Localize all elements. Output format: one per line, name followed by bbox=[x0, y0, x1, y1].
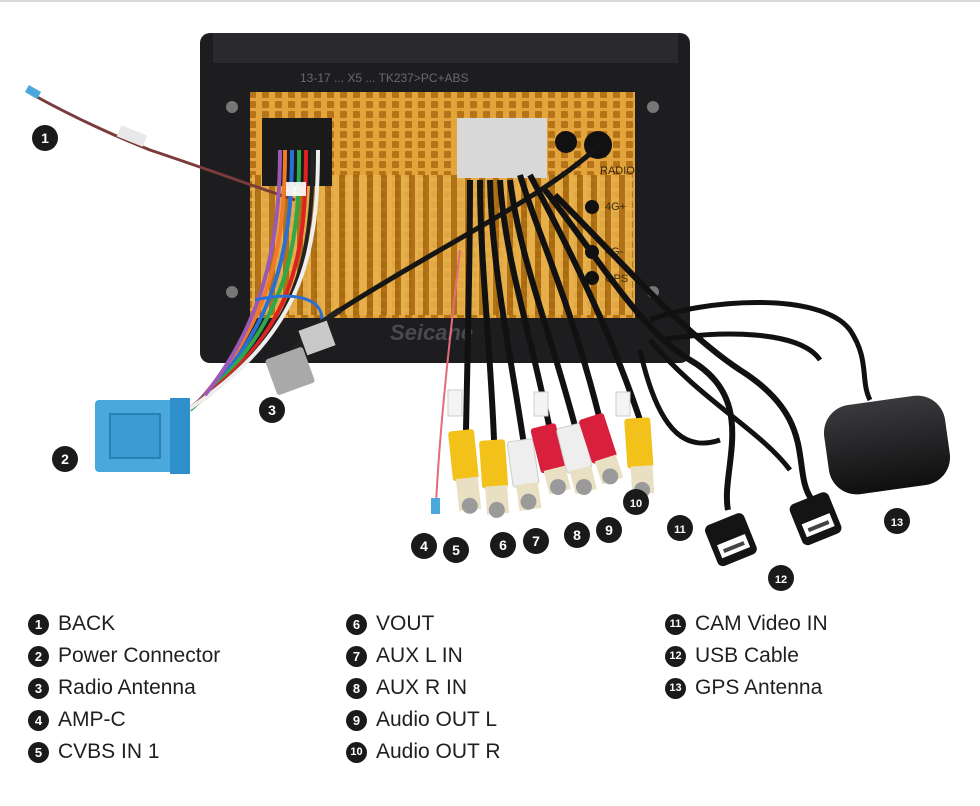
legend-label: CAM Video IN bbox=[695, 612, 828, 635]
legend-item: 12 USB Cable bbox=[665, 640, 828, 672]
legend-item: 6 VOUT bbox=[346, 608, 501, 640]
callout-2: 2 bbox=[52, 446, 78, 472]
legend-item: 3 Radio Antenna bbox=[28, 672, 220, 704]
legend-label: Power Connector bbox=[58, 644, 221, 667]
legend-badge: 8 bbox=[346, 677, 367, 699]
legend-item: 8 AUX R IN bbox=[346, 672, 501, 704]
legend-item: 13 GPS Antenna bbox=[665, 672, 828, 704]
callout-12: 12 bbox=[768, 565, 794, 591]
legend-badge: 4 bbox=[28, 709, 49, 731]
svg-text:2: 2 bbox=[61, 451, 69, 467]
legend-item: 2 Power Connector bbox=[28, 640, 220, 672]
svg-text:3: 3 bbox=[268, 402, 276, 418]
legend-item: 1 BACK bbox=[28, 608, 220, 640]
callout-11: 11 bbox=[667, 515, 693, 541]
svg-text:4: 4 bbox=[420, 538, 428, 554]
svg-text:8: 8 bbox=[573, 527, 581, 543]
gps-antenna bbox=[649, 300, 951, 495]
legend-badge: 3 bbox=[28, 677, 49, 699]
radio-antenna-cable bbox=[254, 294, 342, 395]
callout-1: 1 bbox=[32, 125, 58, 151]
svg-text:9: 9 bbox=[605, 522, 613, 538]
svg-text:13: 13 bbox=[891, 517, 903, 529]
callout-7: 7 bbox=[523, 528, 549, 554]
legend-label: VOUT bbox=[376, 612, 435, 635]
top-divider bbox=[0, 0, 980, 2]
legend-item: 5 CVBS IN 1 bbox=[28, 736, 220, 768]
legend-label: Audio OUT L bbox=[376, 708, 498, 731]
callout-markers: 1 2 3 4 5 6 7 8 9 10 11 12 13 bbox=[32, 125, 910, 591]
svg-text:10: 10 bbox=[630, 498, 642, 510]
legend-badge: 9 bbox=[346, 709, 367, 731]
brand-watermark: Seicane bbox=[390, 320, 473, 345]
usb-cables bbox=[542, 188, 842, 567]
radio-port bbox=[555, 131, 577, 153]
legend-badge: 5 bbox=[28, 741, 49, 763]
legend-item: 9 Audio OUT L bbox=[346, 704, 501, 736]
callout-13: 13 bbox=[884, 508, 910, 534]
legend-badge: 7 bbox=[346, 645, 367, 667]
svg-text:6: 6 bbox=[499, 537, 507, 553]
callout-9: 9 bbox=[596, 517, 622, 543]
legend-column-3: 11 CAM Video IN 12 USB Cable 13 GPS Antenna bbox=[665, 608, 828, 704]
callout-8: 8 bbox=[564, 522, 590, 548]
rca-cables bbox=[431, 173, 655, 518]
svg-text:12: 12 bbox=[775, 574, 787, 586]
legend-label: AUX R IN bbox=[376, 676, 468, 699]
4g-port-a-label: 4G+ bbox=[605, 201, 626, 213]
legend-item: 11 CAM Video IN bbox=[665, 608, 828, 640]
legend-label: GPS Antenna bbox=[695, 676, 823, 699]
callout-3: 3 bbox=[259, 397, 285, 423]
svg-text:11: 11 bbox=[674, 524, 686, 536]
housing-mark: 13-17 ... X5 ... TK237>PC+ABS bbox=[300, 71, 469, 85]
legend-label: Radio Antenna bbox=[58, 676, 196, 699]
callout-10: 10 bbox=[623, 489, 649, 515]
legend-badge: 2 bbox=[28, 645, 49, 667]
legend-label: AMP-C bbox=[58, 708, 126, 731]
radio-port-label: RADIO bbox=[600, 165, 635, 177]
svg-text:5: 5 bbox=[452, 542, 460, 558]
legend-item: 7 AUX L IN bbox=[346, 640, 501, 672]
svg-text:7: 7 bbox=[532, 533, 540, 549]
callout-4: 4 bbox=[411, 533, 437, 559]
legend-badge: 1 bbox=[28, 613, 49, 635]
legend-label: CVBS IN 1 bbox=[58, 740, 160, 763]
legend-label: BACK bbox=[58, 612, 116, 635]
legend-badge: 6 bbox=[346, 613, 367, 635]
device-illustration: 13-17 ... X5 ... TK237>PC+ABS RADIO 4G+ … bbox=[24, 33, 951, 591]
svg-text:1: 1 bbox=[41, 130, 49, 146]
legend-badge: 10 bbox=[346, 741, 367, 763]
callout-5: 5 bbox=[443, 537, 469, 563]
legend-item: 10 Audio OUT R bbox=[346, 736, 501, 768]
callout-6: 6 bbox=[490, 532, 516, 558]
power-harness bbox=[95, 149, 320, 474]
legend-badge: 12 bbox=[665, 645, 686, 667]
legend-column-2: 6 VOUT 7 AUX L IN 8 AUX R IN 9 Audio OUT L 1… bbox=[346, 608, 501, 768]
back-wire bbox=[24, 85, 296, 202]
legend-label: USB Cable bbox=[695, 644, 799, 667]
legend-label: AUX L IN bbox=[376, 644, 463, 667]
legend-label: Audio OUT R bbox=[376, 740, 501, 763]
av-socket bbox=[457, 118, 547, 178]
legend-badge: 13 bbox=[665, 677, 686, 699]
legend-item: 4 AMP-C bbox=[28, 704, 220, 736]
legend-badge: 11 bbox=[665, 613, 686, 635]
